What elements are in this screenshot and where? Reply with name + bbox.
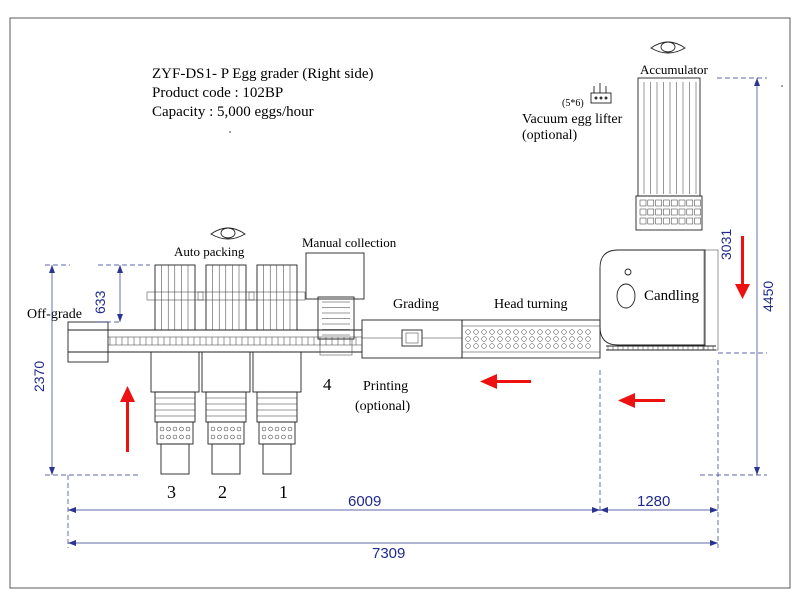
station-number-3: 3 — [167, 482, 176, 502]
flow-arrow-left — [618, 393, 665, 408]
accumulator-unit — [635, 77, 703, 231]
candling-label: Candling — [644, 288, 699, 304]
dim-4450: 4450 — [760, 281, 776, 312]
station-number-2: 2 — [218, 482, 227, 502]
capacity-text: Capacity : 5,000 eggs/hour — [152, 104, 314, 120]
head-turning-label: Head turning — [494, 297, 567, 312]
flow-arrow-up — [120, 386, 135, 452]
dim-3031: 3031 — [718, 229, 734, 260]
vacuum-lifter-optional: (optional) — [522, 128, 578, 143]
eye-icon — [650, 41, 686, 54]
head-turning-conveyor — [461, 319, 601, 359]
title-text: ZYF-DS1- P Egg grader (Right side) — [152, 66, 374, 82]
vacuum-count-label: (5*6) — [562, 98, 584, 109]
grading-label: Grading — [393, 297, 439, 312]
station-number-1: 1 — [279, 482, 288, 502]
manual-collection-unit — [305, 252, 365, 356]
dot-mark — [229, 131, 231, 133]
station-number-4: 4 — [323, 375, 332, 394]
dim-7309: 7309 — [372, 545, 405, 562]
dim-2370: 2370 — [31, 361, 47, 392]
auto-packing-stations — [146, 264, 306, 475]
dim-1280: 1280 — [637, 493, 670, 510]
auto-packing-label: Auto packing — [174, 244, 245, 259]
grading-unit — [361, 319, 463, 359]
vacuum-lifter-icon — [590, 83, 612, 104]
product-code-text: Product code : 102BP — [152, 85, 283, 101]
printing-label: Printing — [363, 379, 408, 394]
off-grade-box — [67, 321, 109, 363]
drawing-frame — [9, 17, 791, 589]
dim-633: 633 — [92, 290, 108, 314]
dim-6009: 6009 — [348, 493, 381, 510]
dot-mark — [781, 85, 783, 87]
manual-collection-label: Manual collection — [302, 235, 397, 250]
flow-arrow-down — [735, 236, 750, 299]
eye-icon — [210, 227, 246, 240]
off-grade-label: Off-grade — [27, 307, 82, 322]
vacuum-lifter-label: Vacuum egg lifter — [522, 112, 623, 127]
dimension-lines — [45, 77, 767, 548]
flow-arrow-left — [480, 374, 531, 389]
printing-optional-label: (optional) — [355, 399, 411, 414]
accumulator-label: Accumulator — [640, 62, 709, 77]
